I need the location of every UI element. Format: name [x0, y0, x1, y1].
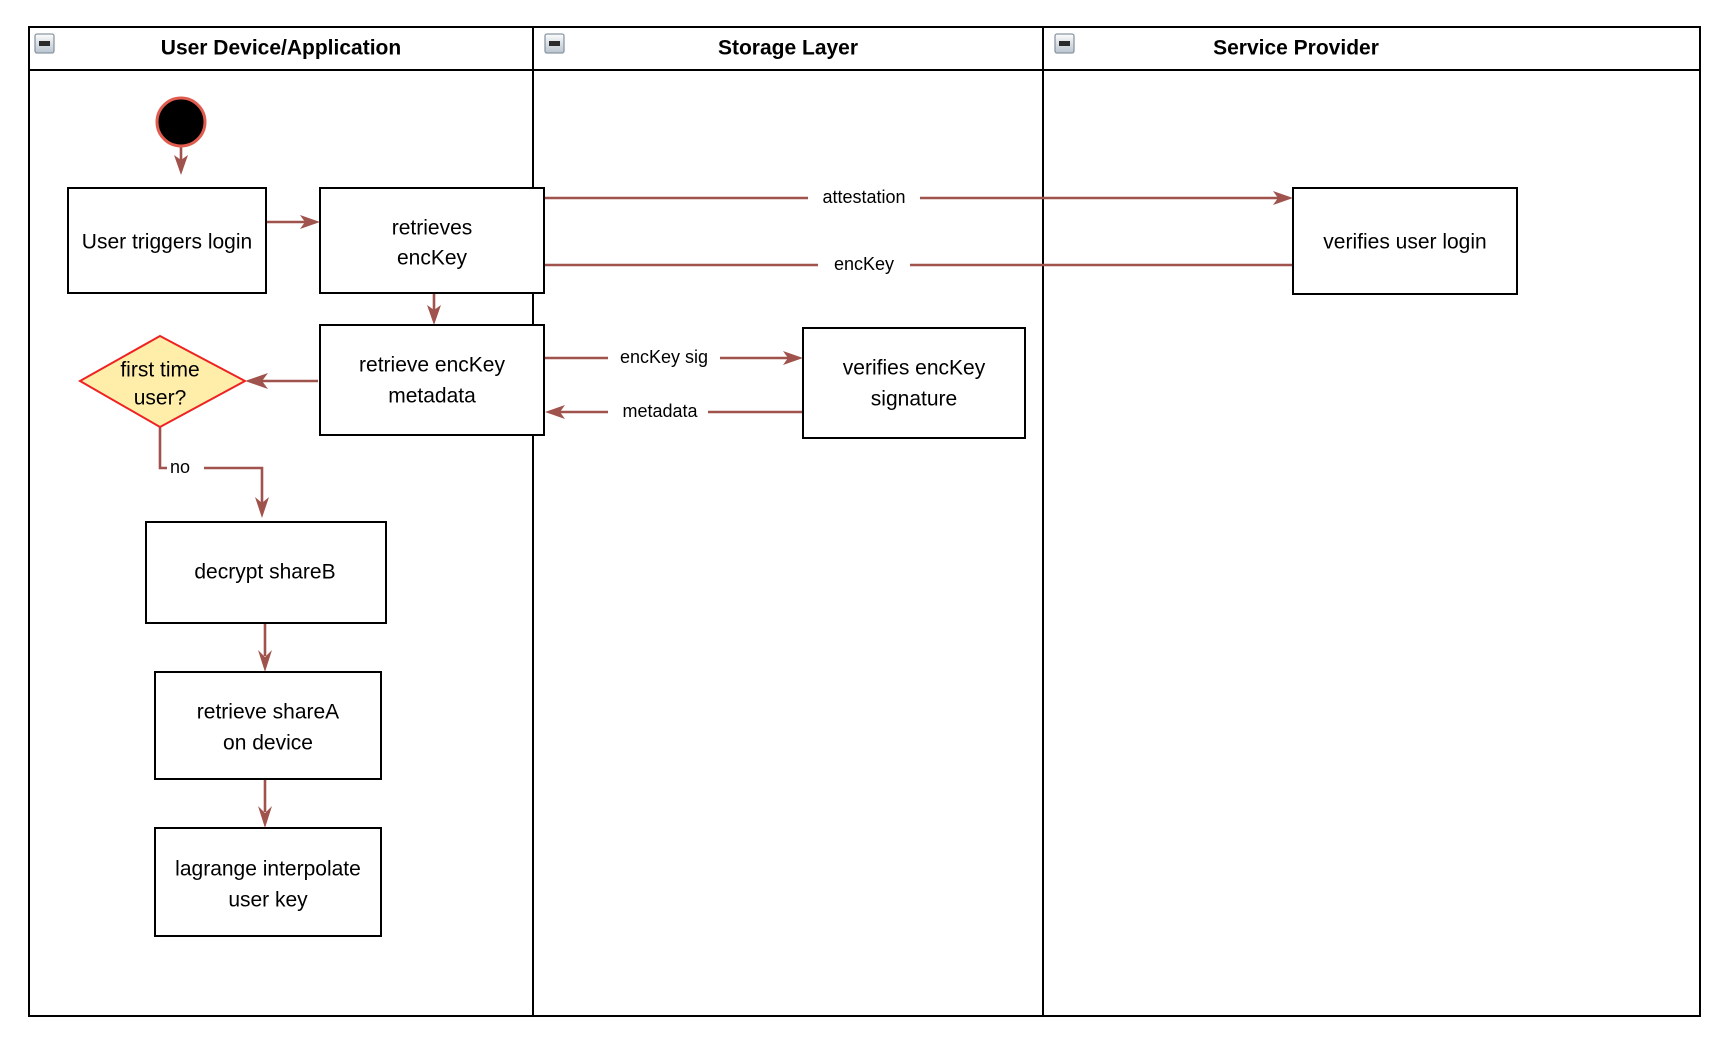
edge-label-attestation: attestation — [822, 187, 905, 207]
edge-label-no: no — [170, 457, 190, 477]
node-first-time-user-decision[interactable]: first time user? — [77, 334, 248, 429]
edge-label-enckey-sig: encKey sig — [620, 347, 708, 367]
diagram-frame — [28, 26, 1701, 1017]
edge-trigger-login-to-retrieves-enckey — [266, 215, 320, 229]
edge-retrieve-sharea-to-lagrange — [258, 779, 272, 828]
edge-metadata-return: metadata — [545, 401, 803, 423]
node-label-verifies-enckey-signature-line2: signature — [871, 388, 957, 411]
node-label-lagrange-line1: lagrange interpolate — [175, 858, 361, 881]
node-label-first-time-user-line2: user? — [134, 387, 187, 410]
node-label-verifies-enckey-signature-line1: verifies encKey — [843, 357, 986, 380]
node-verifies-enckey-signature[interactable]: verifies encKey signature — [802, 327, 1026, 439]
collapse-minus-icon-service-provider[interactable] — [1054, 33, 1075, 54]
node-label-user-triggers-login: User triggers login — [82, 231, 252, 254]
edge-enckey-sig: encKey sig — [545, 347, 803, 369]
edge-label-metadata: metadata — [622, 401, 698, 421]
edge-label-enckey: encKey — [834, 254, 894, 274]
node-start[interactable] — [155, 96, 207, 148]
lane-title-user-device: User Device/Application — [161, 37, 401, 60]
lane-title-storage-layer: Storage Layer — [718, 37, 858, 60]
lane-header-storage-layer: Storage Layer — [544, 33, 858, 60]
node-retrieve-enckey-metadata[interactable]: retrieve encKey metadata — [319, 324, 545, 436]
node-label-retrieve-enckey-metadata-line2: metadata — [388, 385, 476, 408]
node-label-first-time-user-line1: first time — [120, 359, 199, 382]
edge-metadata-to-decision — [245, 373, 318, 389]
node-retrieve-sharea-on-device[interactable]: retrieve shareA on device — [154, 671, 382, 780]
node-label-verifies-user-login: verifies user login — [1323, 231, 1486, 254]
node-label-retrieve-sharea-line2: on device — [223, 732, 313, 755]
node-decrypt-shareb[interactable]: decrypt shareB — [145, 521, 387, 624]
node-lagrange-interpolate[interactable]: lagrange interpolate user key — [154, 827, 382, 937]
node-retrieves-enckey[interactable]: retrieves encKey — [319, 187, 545, 294]
edge-attestation: attestation — [492, 187, 1293, 209]
node-label-retrieve-sharea-line1: retrieve shareA — [197, 701, 339, 724]
node-label-retrieves-enckey-line1: retrieves — [392, 217, 473, 240]
node-label-decrypt-shareb: decrypt shareB — [194, 561, 335, 584]
collapse-minus-icon-user-device[interactable] — [34, 33, 55, 54]
lane-title-service-provider: Service Provider — [1213, 37, 1379, 60]
collapse-minus-icon-storage-layer[interactable] — [544, 33, 565, 54]
edge-enckey-return: encKey — [492, 254, 1293, 276]
edge-decision-to-decrypt: no — [158, 410, 269, 518]
node-label-lagrange-line2: user key — [228, 889, 308, 912]
node-user-triggers-login[interactable]: User triggers login — [67, 187, 267, 294]
lane-header-service-provider: Service Provider — [1054, 33, 1379, 60]
node-label-retrieve-enckey-metadata-line1: retrieve encKey — [359, 354, 505, 377]
lane-header-user-device: User Device/Application — [34, 33, 401, 60]
edge-decrypt-to-retrieve-sharea — [258, 623, 272, 672]
node-label-retrieves-enckey-line2: encKey — [397, 247, 468, 270]
node-verifies-user-login[interactable]: verifies user login — [1292, 187, 1518, 295]
